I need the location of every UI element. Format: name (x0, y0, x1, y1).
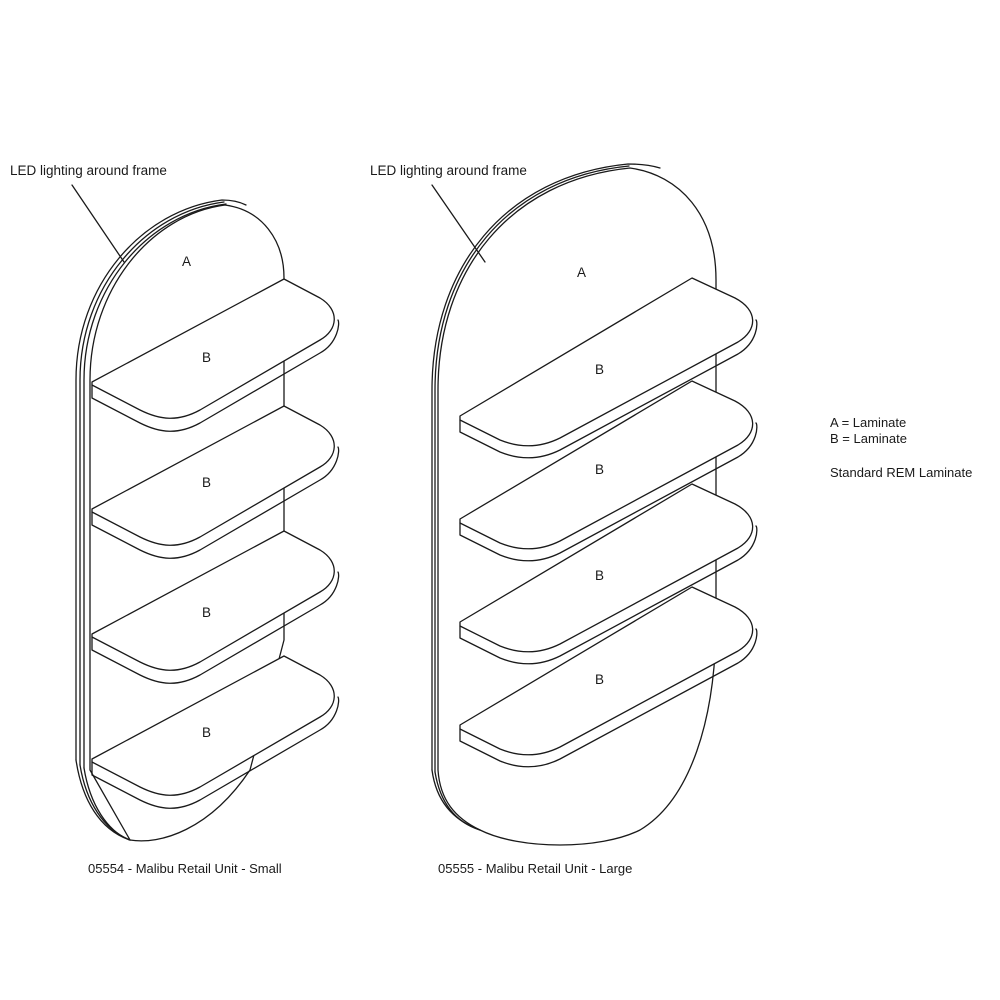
small-callout-text: LED lighting around frame (10, 163, 167, 178)
small-shelf-label: B (202, 475, 211, 490)
large-shelf-label: B (595, 568, 604, 583)
large-shelf-2 (459, 380, 758, 562)
small-caption: 05554 - Malibu Retail Unit - Small (88, 861, 282, 876)
small-unit: LED lighting around frame A B B B B 0555… (10, 163, 340, 876)
legend-line-b: B = Laminate (830, 431, 907, 446)
small-shelf-label: B (202, 350, 211, 365)
large-shelf-label: B (595, 362, 604, 377)
legend-line-standard: Standard REM Laminate (830, 465, 972, 480)
large-back-label: A (577, 265, 586, 280)
small-led-frame (75, 199, 247, 841)
small-shelf-label: B (202, 605, 211, 620)
small-shelf-label: B (202, 725, 211, 740)
legend-line-a: A = Laminate (830, 415, 906, 430)
small-shelf-2 (91, 405, 340, 559)
large-unit: LED lighting around frame A B B B B 0555… (370, 163, 758, 876)
material-legend: A = Laminate B = Laminate Standard REM L… (830, 415, 972, 480)
large-led-frame (431, 163, 661, 831)
large-callout-leader (431, 184, 486, 263)
large-shelf-3 (459, 483, 758, 665)
large-caption: 05555 - Malibu Retail Unit - Large (438, 861, 632, 876)
small-callout-leader (71, 184, 125, 263)
small-back-label: A (182, 254, 191, 269)
large-shelf-label: B (595, 672, 604, 687)
large-shelf-4 (459, 586, 758, 768)
small-shelf-1 (91, 278, 340, 432)
small-shelf-3 (91, 530, 340, 684)
small-shelf-4 (91, 655, 340, 809)
large-callout-text: LED lighting around frame (370, 163, 527, 178)
large-shelf-label: B (595, 462, 604, 477)
large-shelf-1 (459, 277, 758, 459)
